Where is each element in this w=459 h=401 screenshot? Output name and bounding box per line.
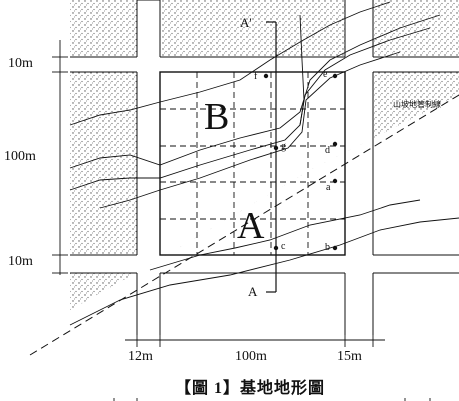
hillside-control-line (29, 94, 459, 356)
zone-label-b: B (204, 96, 230, 138)
figure-caption: 【圖 1】基地地形圖 (175, 380, 326, 397)
point-label-d: d (325, 145, 330, 156)
point-label-g: g (281, 141, 286, 152)
point-label-f: f (254, 71, 258, 82)
hillside-control-line-label: 山坡地管制線 (393, 100, 441, 109)
section-label-top: A' (240, 15, 252, 30)
survey-points (263, 73, 338, 251)
survey-point-c (273, 245, 279, 251)
site-grid (160, 72, 345, 255)
dim-right-strip: 15m (337, 349, 362, 364)
survey-point-b (332, 245, 338, 251)
point-label-e: e (323, 69, 328, 80)
survey-point-f (263, 73, 269, 79)
survey-point-d (332, 141, 338, 147)
dim-middle-span: 100m (4, 149, 36, 164)
point-label-a: a (326, 182, 331, 193)
dim-left-strip: 12m (128, 349, 153, 364)
point-label-b: b (325, 242, 330, 253)
survey-point-g (273, 145, 279, 151)
dimension-lines (52, 40, 431, 401)
point-label-c: c (281, 241, 286, 252)
dim-bottom-strip: 10m (8, 254, 33, 269)
road-outlines (70, 0, 459, 335)
dim-center-span: 100m (235, 349, 267, 364)
dim-top-strip: 10m (8, 56, 33, 71)
zone-label-a: A (237, 205, 265, 247)
section-label-bottom: A (248, 284, 258, 299)
survey-point-e (332, 73, 338, 79)
contour-lines (69, 1, 459, 326)
survey-point-a (332, 178, 338, 184)
